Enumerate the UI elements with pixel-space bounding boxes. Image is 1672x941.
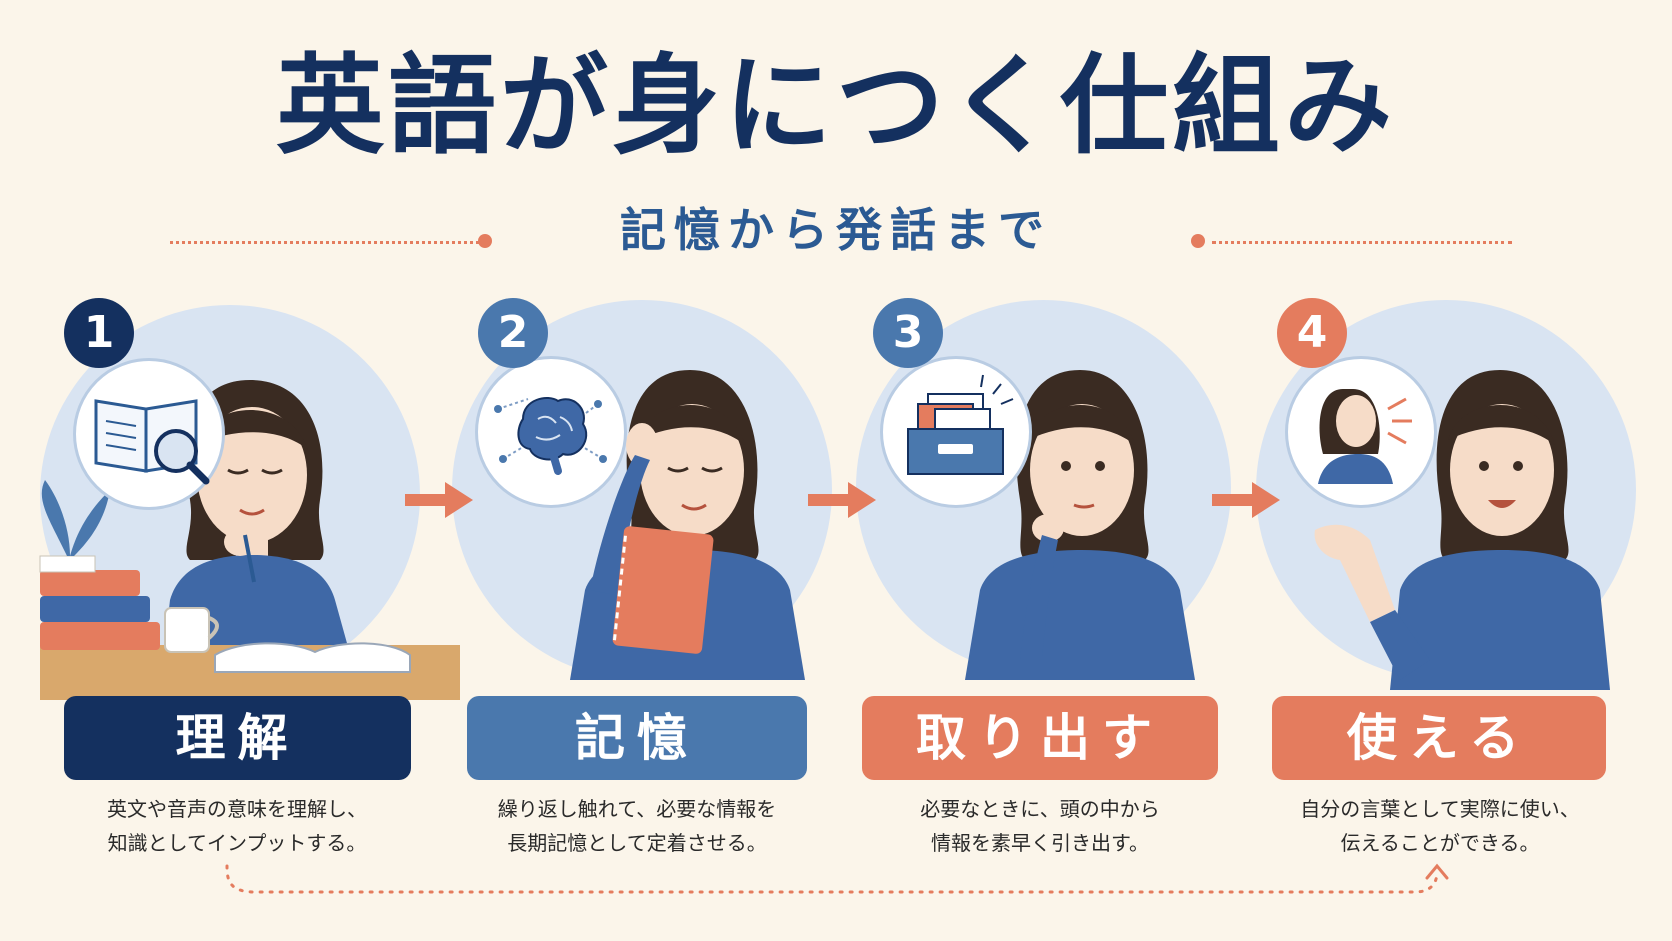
step-3-description-line: 情報を素早く引き出す。 — [931, 831, 1149, 855]
step-3-label: 取り出す — [862, 696, 1218, 780]
step-4-number-badge: 4 — [1277, 298, 1347, 368]
subtitle-dot-right — [1191, 234, 1205, 248]
step-2-bubble — [475, 356, 627, 508]
step-1-number-badge: 1 — [64, 298, 134, 368]
step-1-label: 理解 — [64, 696, 411, 780]
step-4-bubble — [1285, 356, 1437, 508]
step-2-description-line: 長期記憶として定着させる。 — [507, 831, 767, 855]
step-2-description: 繰り返し触れて、必要な情報を 長期記憶として定着させる。 — [447, 792, 827, 860]
book-magnifier-icon — [94, 399, 210, 485]
arrow-right-icon — [405, 482, 473, 518]
step-2-description-line: 繰り返し触れて、必要な情報を — [497, 797, 777, 821]
step-4-description: 自分の言葉として実際に使い、 伝えることができる。 — [1250, 792, 1630, 860]
step-1-person-studying — [39, 380, 460, 700]
brain-network-icon — [494, 397, 607, 475]
step-2-person-memorizing — [570, 370, 805, 680]
step-1-description-line: 知識としてインプットする。 — [107, 831, 367, 855]
page-subtitle: 記憶から発話まで — [620, 203, 1052, 257]
step-4-person-speaking — [1314, 370, 1610, 690]
step-3-number-badge: 3 — [873, 298, 943, 368]
step-4-label: 使える — [1272, 696, 1606, 780]
step-2-number-badge: 2 — [478, 298, 548, 368]
step-1-description-line: 英文や音声の意味を理解し、 — [107, 797, 367, 821]
subtitle-divider-left — [170, 241, 485, 244]
arrow-right-icon — [808, 482, 876, 518]
arrow-right-icon — [1212, 482, 1280, 518]
step-1-description: 英文や音声の意味を理解し、 知識としてインプットする。 — [47, 792, 427, 860]
loop-back-arrow-icon — [225, 863, 1449, 894]
subtitle-divider-right — [1212, 241, 1512, 244]
step-2-label: 記憶 — [467, 696, 807, 780]
step-4-description-line: 伝えることができる。 — [1340, 831, 1540, 855]
speaking-person-icon — [1318, 389, 1412, 484]
step-4-description-line: 自分の言葉として実際に使い、 — [1300, 797, 1580, 821]
file-drawer-icon — [907, 374, 1014, 475]
step-1-bubble — [73, 358, 225, 510]
step-3-bubble — [880, 356, 1032, 508]
step-3-description-line: 必要なときに、頭の中から — [920, 797, 1160, 821]
subtitle-dot-left — [478, 234, 492, 248]
step-3-person-recalling — [965, 370, 1195, 680]
step-3-description: 必要なときに、頭の中から 情報を素早く引き出す。 — [850, 792, 1230, 860]
page-title: 英語が身につく仕組み — [275, 43, 1396, 169]
